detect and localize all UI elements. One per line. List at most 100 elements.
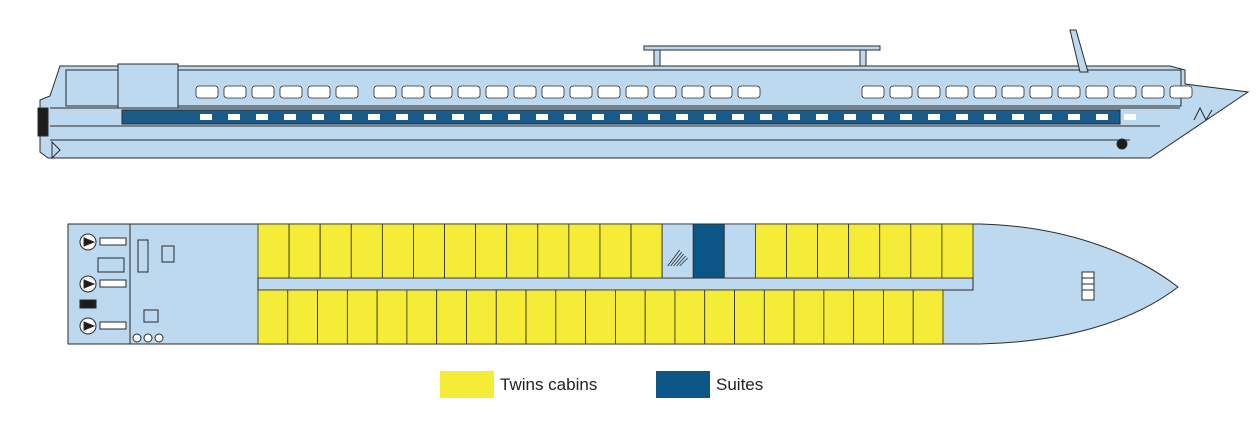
twin-cabin <box>734 289 765 345</box>
window <box>251 85 275 99</box>
twin-cabin <box>525 289 557 345</box>
anchor-icon <box>1116 138 1128 150</box>
window <box>737 85 761 99</box>
porthole <box>396 114 408 120</box>
window <box>945 85 969 99</box>
window <box>195 85 219 99</box>
porthole <box>704 114 716 120</box>
window <box>1085 85 1109 99</box>
porthole <box>676 114 688 120</box>
twin-cabin <box>883 289 914 345</box>
porthole <box>480 114 492 120</box>
twin-cabin <box>257 289 289 345</box>
porthole <box>536 114 548 120</box>
sun-canopy <box>643 45 881 51</box>
twin-cabin <box>413 223 445 279</box>
porthole <box>956 114 968 120</box>
porthole <box>1012 114 1024 120</box>
valve-2 <box>143 333 153 343</box>
porthole <box>592 114 604 120</box>
window <box>335 85 359 99</box>
window <box>373 85 397 99</box>
twin-cabin <box>823 289 855 345</box>
rudder-icon <box>51 140 61 160</box>
twin-cabin <box>599 223 632 279</box>
twin-cabin <box>288 223 321 279</box>
corridor <box>723 223 756 279</box>
propeller-icon <box>79 317 127 335</box>
twin-cabin <box>853 289 884 345</box>
twin-cabin <box>786 223 818 279</box>
porthole <box>200 114 212 120</box>
twin-cabin <box>585 289 616 345</box>
window <box>457 85 481 99</box>
window <box>541 85 565 99</box>
porthole <box>340 114 352 120</box>
engine-block <box>97 257 125 273</box>
twin-cabin <box>644 289 676 345</box>
porthole <box>1040 114 1052 120</box>
window <box>569 85 593 99</box>
porthole <box>256 114 268 120</box>
twin-cabin <box>317 289 348 345</box>
porthole <box>928 114 940 120</box>
twin-cabin <box>555 289 587 345</box>
window <box>429 85 453 99</box>
twin-cabin <box>704 289 735 345</box>
stairs-icon <box>670 251 682 267</box>
porthole <box>1068 114 1080 120</box>
twin-cabin <box>506 223 539 279</box>
window <box>681 85 705 99</box>
twin-cabin <box>614 289 646 345</box>
window <box>597 85 621 99</box>
propeller-icon <box>79 275 127 293</box>
twin-cabin <box>912 289 944 345</box>
window <box>401 85 425 99</box>
engine-block-2 <box>79 299 97 309</box>
band-window-row <box>200 114 1136 120</box>
twin-cabin <box>793 289 825 345</box>
twin-cabin <box>444 223 477 279</box>
porthole <box>788 114 800 120</box>
stairs-icon <box>667 249 680 267</box>
twin-cabin <box>941 223 974 279</box>
window <box>917 85 941 99</box>
legend-twins-swatch <box>440 371 494 398</box>
twin-cabin <box>257 223 290 279</box>
twin-cabin <box>436 289 467 345</box>
wheelhouse <box>117 63 179 109</box>
porthole <box>732 114 744 120</box>
legend-twins: Twins cabins <box>440 371 597 398</box>
window <box>1113 85 1137 99</box>
window <box>1141 85 1165 99</box>
window <box>1001 85 1025 99</box>
porthole <box>284 114 296 120</box>
window <box>1169 85 1193 99</box>
twin-cabin <box>630 223 663 279</box>
twin-cabin <box>817 223 850 279</box>
corridor <box>257 277 974 291</box>
stairs-icon <box>679 257 688 267</box>
twin-cabin <box>376 289 408 345</box>
mast <box>1069 29 1089 73</box>
engine-room <box>79 233 175 343</box>
twin-cabin <box>350 223 383 279</box>
window <box>625 85 649 99</box>
porthole <box>872 114 884 120</box>
twin-cabin <box>879 223 912 279</box>
twin-cabin <box>466 289 497 345</box>
window <box>653 85 677 99</box>
window <box>307 85 331 99</box>
twin-cabin <box>346 289 378 345</box>
porthole <box>648 114 660 120</box>
upper-window-row <box>195 85 1193 99</box>
legend-suites-swatch <box>656 371 710 398</box>
twin-cabin <box>848 223 881 279</box>
window <box>513 85 537 99</box>
porthole <box>564 114 576 120</box>
stairs-icon <box>673 253 684 267</box>
valve <box>132 333 142 343</box>
porthole <box>620 114 632 120</box>
sun-canopy-support <box>653 49 661 67</box>
